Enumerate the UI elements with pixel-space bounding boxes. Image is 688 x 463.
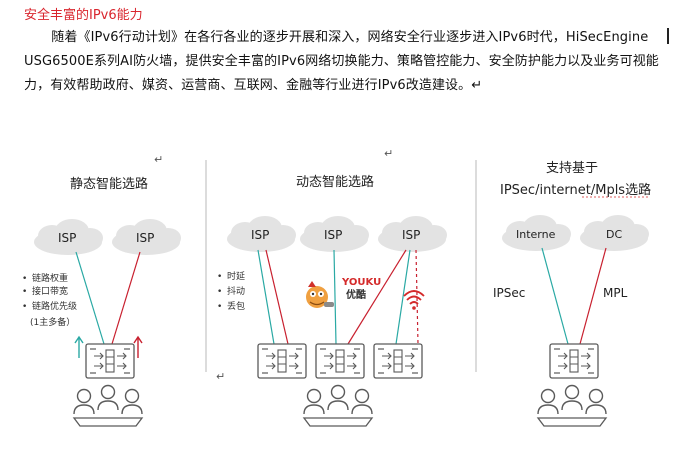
section-heading: 安全丰富的IPv6能力 bbox=[24, 8, 143, 23]
link-line-teal bbox=[257, 249, 275, 345]
bullet-interface-bandwidth: 接口带宽 bbox=[32, 285, 68, 297]
arrow-up-icon bbox=[74, 335, 84, 358]
arrow-up-icon bbox=[133, 335, 143, 358]
static-routing-title: 静态智能选路 bbox=[70, 176, 148, 192]
link-line-teal bbox=[541, 247, 569, 345]
return-mark: ↵ bbox=[216, 370, 225, 383]
users-icon bbox=[74, 386, 142, 427]
ipsec-title-line2: IPSec/internet/Mpls选路 bbox=[500, 182, 651, 198]
mpls-link-label: MPL bbox=[603, 286, 628, 300]
bullet-latency: 时延 bbox=[227, 270, 245, 282]
link-line-teal bbox=[395, 249, 411, 345]
svg-text:•: • bbox=[217, 302, 222, 312]
isp-label: ISP bbox=[324, 228, 342, 242]
static-bullet-list: • 链路权重 • 接口带宽 • 链路优先级 (1主多备） bbox=[22, 272, 77, 328]
youku-logo-cn: 优酷 bbox=[346, 288, 366, 301]
isp-label: ISP bbox=[251, 228, 269, 242]
svg-text:•: • bbox=[217, 287, 222, 297]
ipsec-title-line1: 支持基于 bbox=[546, 161, 598, 176]
link-line-teal bbox=[333, 249, 337, 345]
isp-label: ISP bbox=[136, 231, 154, 245]
cloud-label-dc: DC bbox=[606, 228, 622, 241]
bullet-link-weight: 链路权重 bbox=[32, 272, 68, 284]
intro-paragraph: 随着《IPv6行动计划》在各行各业的逐步开展和深入，网络安全行业逐步进入IPv6… bbox=[24, 30, 659, 93]
cloud-label-internet: Interne bbox=[516, 228, 556, 241]
bullet-jitter: 抖动 bbox=[227, 285, 245, 297]
ipsec-routing-panel: 支持基于 IPSec/internet/Mpls选路 Interne DC IP… bbox=[493, 161, 651, 426]
return-mark: ↵ bbox=[154, 153, 163, 166]
svg-text:•: • bbox=[217, 272, 222, 282]
firewall-icon bbox=[315, 343, 365, 379]
dynamic-bullet-list: • 时延 • 抖动 • 丢包 bbox=[217, 270, 245, 312]
isp-label: ISP bbox=[58, 231, 76, 245]
link-line-red bbox=[347, 249, 407, 345]
isp-label: ISP bbox=[402, 228, 420, 242]
dynamic-routing-panel: 动态智能选路 ISP ISP ISP • 时延 • 抖动 • 丢包 bbox=[217, 174, 447, 426]
link-line-red-dashed bbox=[415, 249, 419, 345]
bullet-primary-backup: (1主多备） bbox=[30, 316, 75, 328]
wifi-icon bbox=[403, 290, 425, 310]
svg-text:•: • bbox=[22, 274, 27, 284]
link-line-red bbox=[579, 247, 607, 345]
firewall-icon bbox=[373, 343, 423, 379]
link-line-red bbox=[265, 249, 289, 345]
link-line-teal bbox=[75, 251, 105, 345]
svg-text:•: • bbox=[22, 287, 27, 297]
bullet-packet-loss: 丢包 bbox=[227, 300, 245, 312]
firewall-icon bbox=[257, 343, 307, 379]
bullet-link-priority: 链路优先级 bbox=[32, 300, 77, 312]
youku-logo: YOUKU bbox=[341, 277, 381, 288]
text-cursor bbox=[667, 28, 669, 44]
firewall-icon bbox=[85, 343, 135, 379]
static-routing-panel: 静态智能选路 ISP ISP • 链路权重 • 接口带宽 • 链路优先级 (1主… bbox=[22, 176, 181, 426]
firewall-icon bbox=[549, 343, 599, 379]
link-line-red bbox=[111, 251, 141, 345]
return-mark: ↵ bbox=[384, 147, 393, 160]
users-icon bbox=[538, 386, 606, 427]
users-icon bbox=[304, 386, 372, 427]
dynamic-routing-title: 动态智能选路 bbox=[296, 174, 374, 190]
game-character-icon bbox=[306, 281, 334, 308]
svg-text:•: • bbox=[22, 302, 27, 312]
ipsec-link-label: IPSec bbox=[493, 286, 525, 300]
